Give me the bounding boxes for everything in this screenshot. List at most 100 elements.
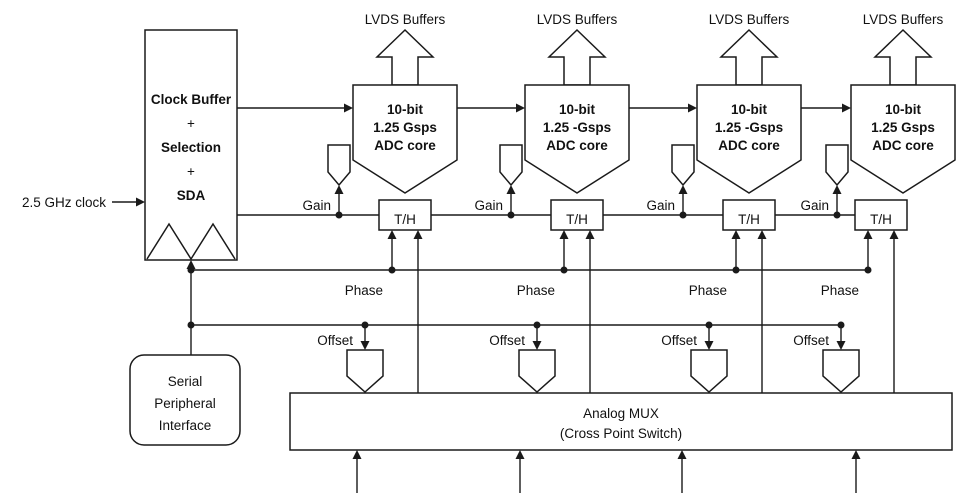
arrowhead-right-icon <box>516 103 525 113</box>
adc-core-shape <box>352 84 458 194</box>
junction-dot <box>705 321 713 329</box>
adc-core-line3: ADC core <box>718 138 780 153</box>
arrowhead-up-icon <box>851 450 861 459</box>
adc-core-line2: 1.25 Gsps <box>373 120 437 135</box>
junction-dot <box>388 266 396 274</box>
arrowhead-up-icon <box>334 185 344 194</box>
junction-dot <box>837 321 845 329</box>
arrowhead-down-icon <box>704 341 714 350</box>
gain-dac-shape <box>499 144 523 187</box>
lvds-label: LVDS Buffers <box>863 12 944 27</box>
track-hold-label: T/H <box>738 212 760 227</box>
junction-dot <box>507 211 515 219</box>
adc-core-line1: 10-bit <box>387 102 424 117</box>
arrowhead-right-icon <box>688 103 697 113</box>
adc-core-line2: 1.25 -Gsps <box>715 120 783 135</box>
offset-dac-shape <box>690 349 728 394</box>
arrowhead-up-icon <box>559 230 569 239</box>
gain-label: Gain <box>302 198 331 213</box>
arrowhead-up-icon <box>585 230 595 239</box>
track-hold-label: T/H <box>870 212 892 227</box>
clock-buffer-line2: Selection <box>161 140 221 155</box>
adc-channel-1: LVDS Buffers 10-bit 1.25 Gsps ADC core T… <box>302 12 458 394</box>
lvds-block-arrow-icon <box>375 28 435 86</box>
arrowhead-up-icon <box>678 185 688 194</box>
junction-dot <box>361 321 369 329</box>
mux-selector-chevrons-icon <box>146 222 236 261</box>
analog-mux-line1: Analog MUX <box>583 406 659 421</box>
arrowhead-up-icon <box>863 230 873 239</box>
track-hold-label: T/H <box>566 212 588 227</box>
adc-core-line1: 10-bit <box>731 102 768 117</box>
arrowhead-up-icon <box>515 450 525 459</box>
junction-dot <box>187 321 195 329</box>
phase-label: Phase <box>821 283 859 298</box>
adc-core-shape <box>696 84 802 194</box>
adc-core-shape <box>524 84 630 194</box>
arrowhead-right-icon <box>842 103 851 113</box>
junction-dot <box>335 211 343 219</box>
gain-dac-shape <box>327 144 351 187</box>
offset-label: Offset <box>661 333 697 348</box>
arrowhead-up-icon <box>832 185 842 194</box>
arrowhead-up-icon <box>387 230 397 239</box>
arrowhead-up-icon <box>731 230 741 239</box>
clock-buffer-block: Clock Buffer + Selection + SDA <box>144 29 238 261</box>
clock-buffer-plus1: + <box>187 116 195 131</box>
gain-label: Gain <box>474 198 503 213</box>
phase-label: Phase <box>517 283 555 298</box>
lvds-block-arrow-icon <box>719 28 779 86</box>
lvds-label: LVDS Buffers <box>365 12 446 27</box>
arrowhead-right-icon <box>344 103 353 113</box>
clock-buffer-line1: Clock Buffer <box>151 92 232 107</box>
gain-label: Gain <box>800 198 829 213</box>
clock-input: 2.5 GHz clock <box>22 195 145 210</box>
spi-line3: Interface <box>159 418 212 433</box>
arrowhead-up-icon <box>889 230 899 239</box>
adc-core-line2: 1.25 -Gsps <box>543 120 611 135</box>
spi-line1: Serial <box>168 374 203 389</box>
adc-channel-4: LVDS Buffers 10-bit 1.25 Gsps ADC core T… <box>793 12 956 394</box>
track-hold-box <box>378 199 432 231</box>
junction-dot <box>732 266 740 274</box>
clock-buffer-plus2: + <box>187 164 195 179</box>
gain-dac-shape <box>825 144 849 187</box>
arrowhead-right-icon <box>136 197 145 207</box>
track-hold-box <box>722 199 776 231</box>
adc-core-line2: 1.25 Gsps <box>871 120 935 135</box>
arrowhead-down-icon <box>360 341 370 350</box>
offset-dac-shape <box>518 349 556 394</box>
offset-dac-shape <box>346 349 384 394</box>
adc-core-line1: 10-bit <box>885 102 922 117</box>
track-hold-box <box>550 199 604 231</box>
adc-channel-2: LVDS Buffers 10-bit 1.25 -Gsps ADC core … <box>474 12 630 394</box>
junction-dot <box>833 211 841 219</box>
offset-label: Offset <box>793 333 829 348</box>
track-hold-box <box>854 199 908 231</box>
arrowhead-up-icon <box>757 230 767 239</box>
adc-core-line3: ADC core <box>374 138 436 153</box>
lvds-label: LVDS Buffers <box>537 12 618 27</box>
junction-dot <box>533 321 541 329</box>
adc-core-line1: 10-bit <box>559 102 596 117</box>
clock-buffer-box <box>144 29 238 261</box>
adc-channel-3: LVDS Buffers 10-bit 1.25 -Gsps ADC core … <box>646 12 802 394</box>
track-hold-label: T/H <box>394 212 416 227</box>
analog-mux-line2: (Cross Point Switch) <box>560 426 682 441</box>
lvds-block-arrow-icon <box>547 28 607 86</box>
lvds-block-arrow-icon <box>873 28 933 86</box>
arrowhead-up-icon <box>413 230 423 239</box>
arrowhead-up-icon <box>506 185 516 194</box>
arrowhead-up-icon <box>186 260 196 269</box>
gain-dac-shape <box>671 144 695 187</box>
analog-mux-box <box>289 392 953 451</box>
junction-dot <box>679 211 687 219</box>
arrowhead-up-icon <box>352 450 362 459</box>
offset-label: Offset <box>317 333 353 348</box>
adc-core-line3: ADC core <box>546 138 608 153</box>
junction-dot <box>187 266 195 274</box>
phase-label: Phase <box>345 283 383 298</box>
gain-label: Gain <box>646 198 675 213</box>
